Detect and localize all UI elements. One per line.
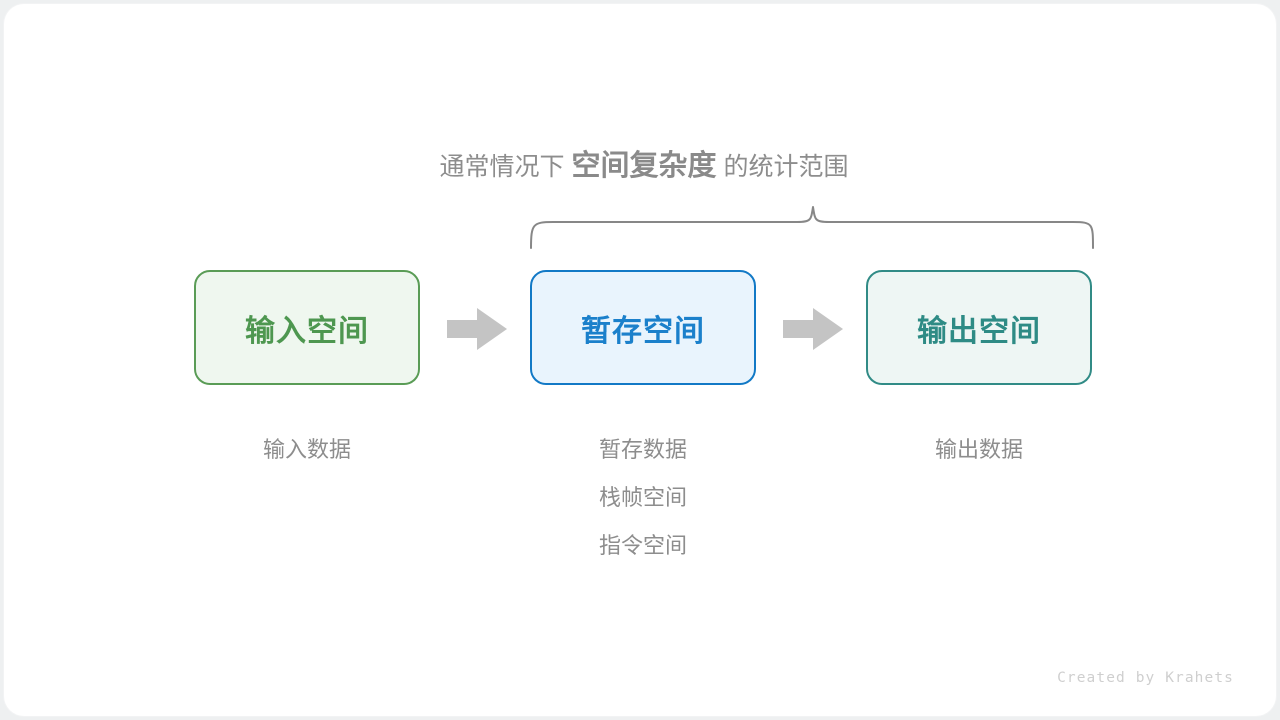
stage-box-output[interactable]: 输出空间 <box>866 270 1092 385</box>
caption-column-output: 输出数据 <box>866 426 1092 474</box>
caption-column-temp: 暂存数据 栈帧空间 指令空间 <box>530 426 756 570</box>
caption-line: 输入数据 <box>262 437 351 462</box>
diagram-card: 通常情况下空间复杂度的统计范围 输入空间 暂存空间 输出空间 输入数据 暂存数据 <box>4 4 1276 716</box>
heading-suffix: 的统计范围 <box>723 153 849 181</box>
stage-box-temp[interactable]: 暂存空间 <box>530 270 756 385</box>
caption-line: 指令空间 <box>598 533 687 558</box>
credit-text: Created by Krahets <box>1057 670 1234 686</box>
caption-line: 暂存数据 <box>598 437 687 462</box>
stage-box-input[interactable]: 输入空间 <box>194 270 420 385</box>
stage-box-output-label: 输出空间 <box>917 314 1041 348</box>
arrow-right-icon <box>447 308 507 350</box>
heading-emphasis: 空间复杂度 <box>571 150 717 182</box>
stage-box-temp-label: 暂存空间 <box>581 314 705 348</box>
scope-brace-icon <box>530 206 1094 249</box>
caption-column-input: 输入数据 <box>194 426 420 474</box>
caption-line: 输出数据 <box>934 437 1023 462</box>
arrow-right-icon <box>783 308 843 350</box>
diagram-heading: 通常情况下空间复杂度的统计范围 <box>4 152 1276 181</box>
caption-line: 栈帧空间 <box>598 485 687 510</box>
stage-box-input-label: 输入空间 <box>245 314 369 348</box>
heading-prefix: 通常情况下 <box>439 153 565 181</box>
